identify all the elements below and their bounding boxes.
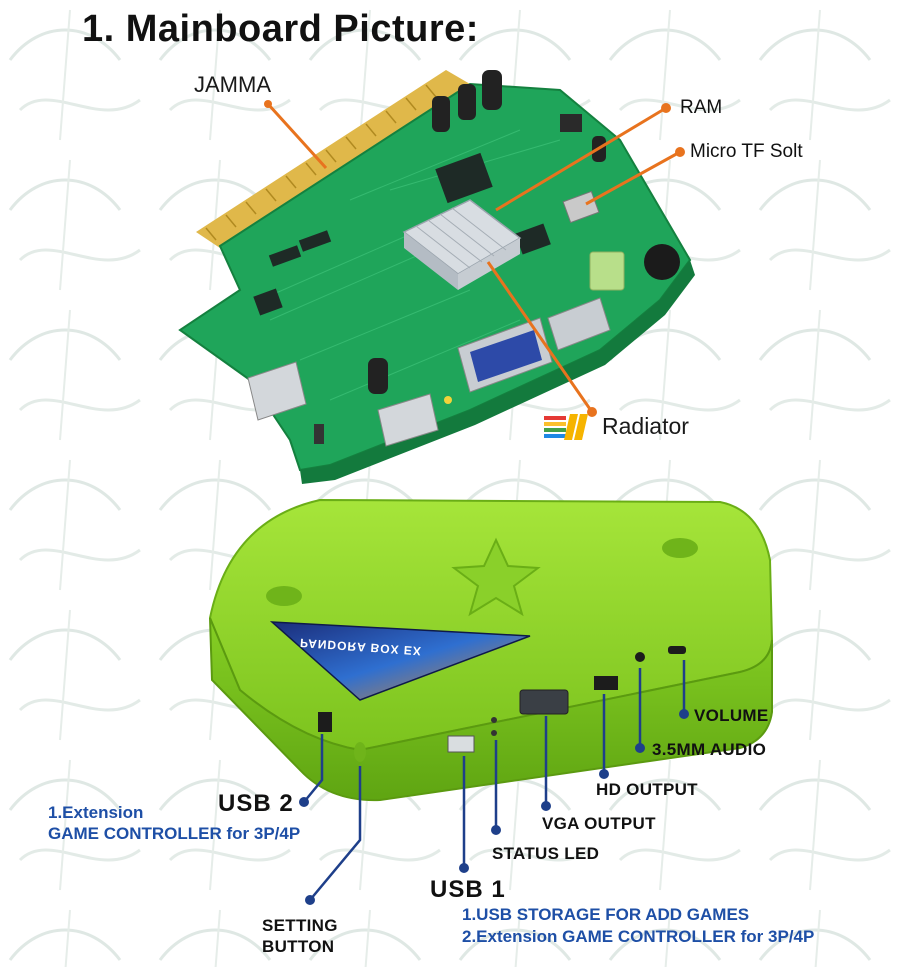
status-led-pcb [444, 396, 452, 404]
hdmi-port-box [594, 676, 618, 690]
status-led-label: STATUS LED [492, 844, 600, 863]
radiator-heatsink [402, 199, 522, 290]
pcb-edge [300, 260, 695, 484]
usb-port-a [247, 361, 307, 421]
usb2-leader [303, 734, 324, 803]
star-emboss-icon [451, 537, 541, 617]
usb2-note-line2: GAME CONTROLLER for 3P/4P [48, 824, 301, 843]
jamma-leader [266, 102, 328, 170]
led-dot-2 [491, 730, 497, 736]
micro-tf-slot [562, 190, 600, 224]
audio-port-box [635, 652, 645, 662]
pandora-box-case [208, 498, 774, 802]
setting-label-line2: BUTTON [262, 937, 335, 956]
usb2-port [318, 712, 332, 732]
usb1-label: USB 1 [430, 876, 506, 903]
led-dot-1 [491, 717, 497, 723]
pcb-traces [259, 129, 561, 401]
audio-label: 3.5MM AUDIO [652, 740, 767, 759]
usb1-port [447, 735, 475, 753]
micro-tf-label: Micro TF Solt [690, 141, 803, 162]
usb1-note-line1: 1.USB STORAGE FOR ADD GAMES [462, 905, 750, 924]
screw-hole-right [662, 538, 698, 558]
setting-label-line1: SETTING [262, 916, 338, 935]
buzzer [644, 244, 680, 280]
page-title: 1. Mainboard Picture: [82, 8, 479, 50]
jamma-fingers [205, 84, 437, 241]
ram-label: RAM [680, 97, 723, 118]
box-front [209, 617, 773, 802]
setting-switch [314, 424, 324, 444]
radiator-leader [486, 261, 594, 413]
brand-sticker [269, 621, 531, 701]
capacitors [368, 70, 606, 394]
hd-output-label: HD OUTPUT [596, 780, 698, 799]
vga-output-label: VGA OUTPUT [542, 814, 656, 833]
box-leader-dots [299, 709, 689, 905]
usb2-note-line1: 1.Extension [48, 803, 144, 822]
brand-logo-icon [544, 414, 588, 440]
vga-port [457, 317, 553, 393]
ram-chip [435, 152, 493, 204]
ram-leader [495, 106, 667, 212]
hdmi-port [547, 297, 611, 351]
usb1-note-line2: 2.Extension GAME CONTROLLER for 3P/4P [462, 927, 815, 946]
box-leaders [303, 660, 686, 901]
volume-label: VOLUME [694, 706, 769, 725]
mainboard-leaders [266, 102, 681, 413]
tf-leader [585, 150, 681, 206]
chip [268, 245, 302, 267]
jamma-label: JAMMA [194, 72, 271, 97]
setting-button-box [354, 742, 366, 762]
setting-leader [309, 766, 362, 901]
audio-jack [589, 251, 625, 291]
usb-port-b [377, 393, 439, 447]
radiator-label: Radiator [602, 413, 689, 439]
volume-port-box [668, 646, 686, 654]
chip [298, 230, 332, 252]
chip [253, 288, 283, 316]
mainboard-leader-dots [264, 100, 685, 417]
chip [515, 223, 551, 255]
usb2-label: USB 2 [218, 790, 294, 817]
mainboard-pcb [178, 70, 695, 484]
regulator [560, 114, 582, 132]
vga-port-box [519, 689, 569, 715]
screw-hole-left [266, 586, 302, 606]
